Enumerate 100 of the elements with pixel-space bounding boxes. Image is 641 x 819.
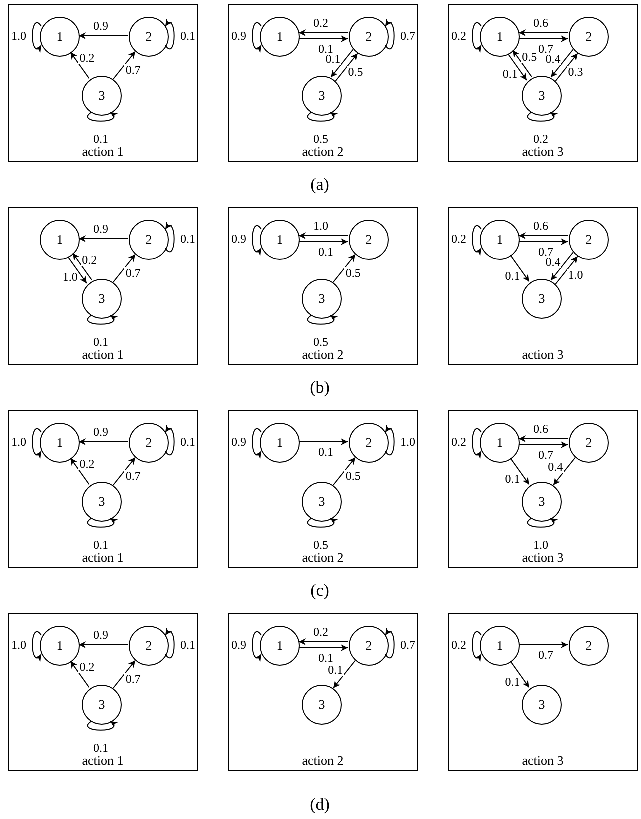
edge-label: 0.1 <box>317 246 334 258</box>
transition-arrow <box>527 112 558 122</box>
subfigure-label: (c) <box>310 581 330 601</box>
transition-arrow <box>32 428 42 460</box>
panel-caption: action 1 <box>81 145 125 159</box>
panel-caption: action 3 <box>521 145 565 159</box>
subfigure-label: (b) <box>310 378 330 398</box>
transition-arrow <box>112 254 136 283</box>
transition-arrow <box>555 256 578 285</box>
edge-label: 0.1 <box>92 539 110 551</box>
edge-label: 0.1 <box>92 133 110 145</box>
edge-label: 0.2 <box>450 30 468 42</box>
edge-label: 0.1 <box>317 446 334 458</box>
state-circle: 3 <box>82 76 122 116</box>
transition-arrow <box>307 518 338 528</box>
edge-label: 0.2 <box>532 133 550 145</box>
transition-arrow <box>518 30 568 36</box>
edge-label: 0.6 <box>532 220 550 232</box>
edge-label: 0.4 <box>544 256 562 268</box>
transition-arrow <box>555 53 578 82</box>
edge-label: 0.2 <box>450 233 468 245</box>
transition-arrow <box>518 36 568 42</box>
edge-label: 1.0 <box>400 436 416 448</box>
transition-arrow <box>298 238 348 246</box>
edge-label: 0.1 <box>92 742 110 754</box>
edge-label: 0.2 <box>81 254 98 266</box>
transition-arrow <box>252 22 262 54</box>
transition-arrow <box>298 36 348 42</box>
transition-arrow <box>307 315 338 325</box>
state-circle: 2 <box>569 17 609 57</box>
edge-label: 0.9 <box>92 223 110 235</box>
transition-arrow <box>472 225 482 256</box>
edge-label: 0.7 <box>124 64 142 76</box>
edge-label: 0.2 <box>450 639 468 651</box>
state-circle: 1 <box>40 220 80 260</box>
edge-label: 0.2 <box>312 17 330 29</box>
transition-arrow <box>298 30 348 36</box>
panel-caption: action 2 <box>301 754 345 768</box>
state-circle: 2 <box>349 17 389 57</box>
edge-label: 0.1 <box>504 676 522 688</box>
edge-label: 0.1 <box>317 43 334 55</box>
state-circle: 3 <box>522 279 562 319</box>
edge-label: 0.9 <box>92 20 110 32</box>
state-circle: 1 <box>260 17 300 57</box>
state-circle: 3 <box>522 76 562 116</box>
panel-caption: action 3 <box>521 754 565 768</box>
transition-arrow <box>32 631 42 662</box>
edge-label: 0.2 <box>312 626 330 638</box>
transition-arrow <box>252 225 262 256</box>
panel-caption: action 2 <box>301 348 345 362</box>
transition-arrow <box>385 628 395 659</box>
edge-label: 0.5 <box>521 50 538 63</box>
transition-arrow <box>70 660 90 688</box>
edge-label: 0.1 <box>180 436 196 448</box>
state-circle: 2 <box>129 220 169 260</box>
transition-arrow <box>335 53 358 82</box>
panel-caption: action 2 <box>301 145 345 159</box>
edge-label: 0.4 <box>547 460 564 473</box>
edge-label: 0.5 <box>312 133 330 145</box>
edge-label: 0.7 <box>537 449 554 461</box>
state-circle: 3 <box>302 76 342 116</box>
transition-arrow <box>32 22 42 54</box>
edge-label: 0.9 <box>92 426 110 438</box>
edge-label: 0.2 <box>450 436 468 448</box>
state-circle: 3 <box>82 279 122 319</box>
state-circle: 2 <box>569 626 609 666</box>
transition-arrow <box>510 660 530 688</box>
transition-arrow <box>518 436 568 442</box>
transition-arrow <box>518 642 568 648</box>
state-circle: 2 <box>349 626 389 666</box>
transition-arrow <box>70 52 90 80</box>
edge-label: 0.6 <box>532 17 550 29</box>
edge-label: 0.1 <box>327 664 344 676</box>
transition-arrow <box>165 18 175 50</box>
edge-label: 0.5 <box>344 267 362 280</box>
transition-arrow <box>298 232 348 240</box>
edge-label: 0.6 <box>532 423 550 435</box>
edge-label: 0.2 <box>78 458 96 470</box>
edge-label: 0.9 <box>230 436 248 448</box>
transition-arrow <box>512 50 532 78</box>
transition-arrow <box>78 32 128 40</box>
transition-arrow <box>510 254 530 282</box>
edge-label: 1.0 <box>10 436 28 448</box>
edge-label: 1.0 <box>532 539 550 551</box>
state-circle: 1 <box>260 220 300 260</box>
edge-label: 0.7 <box>124 470 142 482</box>
transition-arrow <box>68 256 88 284</box>
transition-arrow <box>165 628 175 659</box>
transition-arrow <box>165 222 175 253</box>
transition-arrow <box>298 438 348 446</box>
transition-arrow <box>518 238 568 246</box>
state-circle: 2 <box>129 626 169 666</box>
panel-caption: action 2 <box>301 551 345 565</box>
edge-label: 0.7 <box>537 246 554 258</box>
panel-caption: action 3 <box>521 348 565 362</box>
state-circle: 2 <box>349 423 389 463</box>
state-circle: 3 <box>302 685 342 725</box>
edge-label: 1.0 <box>62 271 79 284</box>
state-circle: 2 <box>569 220 609 260</box>
state-circle: 1 <box>260 423 300 463</box>
